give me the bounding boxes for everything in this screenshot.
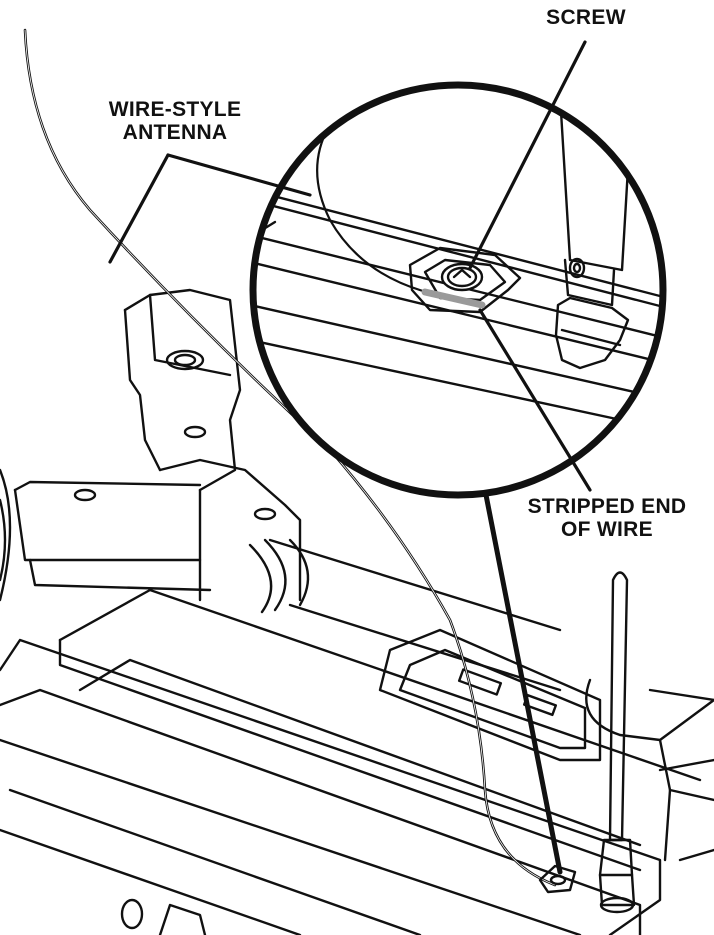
- label-stripped-line1: STRIPPED END: [527, 495, 687, 518]
- label-stripped-line2: OF WIRE: [561, 518, 653, 541]
- label-wire-style-antenna: WIRE-STYLE ANTENNA: [90, 98, 260, 144]
- label-antenna-line2: ANTENNA: [122, 121, 228, 144]
- terminal-screw-small: [538, 864, 577, 894]
- leader-stripped-end: [478, 308, 592, 492]
- leader-screw: [468, 40, 587, 270]
- label-stripped-end-of-wire: STRIPPED END OF WIRE: [512, 495, 702, 541]
- leader-inset-to-terminal: [483, 492, 563, 875]
- label-screw: SCREW: [536, 6, 636, 29]
- leader-antenna-down: [108, 153, 170, 264]
- leader-lines: [108, 40, 592, 875]
- leader-antenna: [166, 153, 312, 197]
- duck-antenna-assembly: [585, 571, 714, 914]
- label-screw-line1: SCREW: [546, 6, 626, 29]
- wire-antenna-inner: [24, 29, 556, 886]
- inset-border: [249, 81, 667, 499]
- label-antenna-line1: WIRE-STYLE: [108, 98, 242, 121]
- equipment-housing: [0, 588, 714, 935]
